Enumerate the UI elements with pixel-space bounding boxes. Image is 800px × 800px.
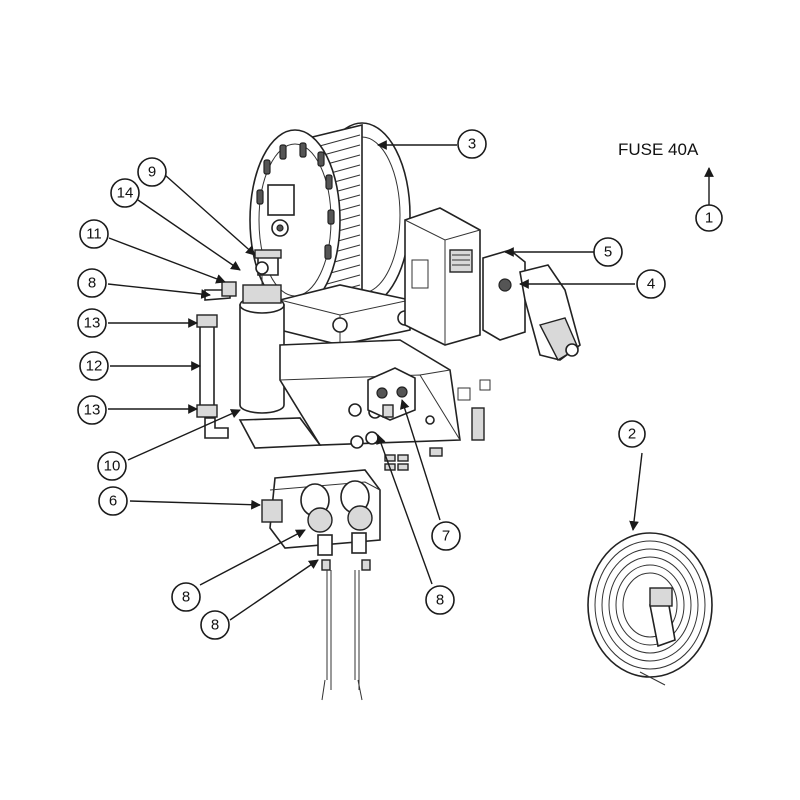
callout-12: 12 bbox=[79, 351, 109, 381]
svg-text:2: 2 bbox=[628, 426, 636, 443]
svg-text:7: 7 bbox=[442, 528, 450, 545]
callout-5: 5 bbox=[593, 237, 623, 267]
pump-assembly bbox=[261, 469, 381, 701]
callout-13-upper: 13 bbox=[77, 308, 107, 338]
svg-text:13: 13 bbox=[84, 315, 101, 332]
svg-text:10: 10 bbox=[104, 458, 121, 475]
callout-8-pump-lower: 8 bbox=[200, 610, 230, 640]
svg-text:13: 13 bbox=[84, 402, 101, 419]
svg-text:3: 3 bbox=[468, 136, 476, 153]
callout-8-left: 8 bbox=[77, 268, 107, 298]
coiled-hose bbox=[587, 532, 713, 686]
filter-canister bbox=[239, 261, 285, 414]
callout-11: 11 bbox=[79, 219, 109, 249]
callout-2: 2 bbox=[618, 420, 646, 448]
nozzle-plug bbox=[482, 249, 581, 361]
svg-text:4: 4 bbox=[647, 276, 655, 293]
callout-9: 9 bbox=[137, 157, 167, 187]
svg-text:12: 12 bbox=[86, 358, 103, 375]
callout-6: 6 bbox=[98, 486, 128, 516]
svg-text:1: 1 bbox=[705, 210, 713, 227]
callout-8-pump-upper: 8 bbox=[171, 582, 201, 612]
callout-1: 1 bbox=[695, 204, 723, 232]
leader-lines bbox=[107, 140, 643, 621]
svg-text:5: 5 bbox=[604, 244, 612, 261]
control-box bbox=[404, 207, 481, 346]
callout-10: 10 bbox=[97, 451, 127, 481]
callout-4: 4 bbox=[636, 269, 666, 299]
fuse-label: FUSE 40A bbox=[618, 140, 699, 159]
svg-text:6: 6 bbox=[109, 493, 117, 510]
svg-text:9: 9 bbox=[148, 164, 156, 181]
callout-3: 3 bbox=[457, 129, 487, 159]
svg-text:11: 11 bbox=[86, 226, 102, 243]
svg-text:14: 14 bbox=[117, 185, 134, 202]
svg-text:8: 8 bbox=[211, 617, 219, 634]
svg-text:8: 8 bbox=[182, 589, 190, 606]
svg-text:8: 8 bbox=[436, 592, 444, 609]
callout-13-lower: 13 bbox=[77, 395, 107, 425]
callout-8-bracket: 8 bbox=[425, 585, 455, 615]
svg-text:8: 8 bbox=[88, 275, 96, 292]
callout-7: 7 bbox=[431, 521, 461, 551]
callout-14: 14 bbox=[110, 178, 140, 208]
